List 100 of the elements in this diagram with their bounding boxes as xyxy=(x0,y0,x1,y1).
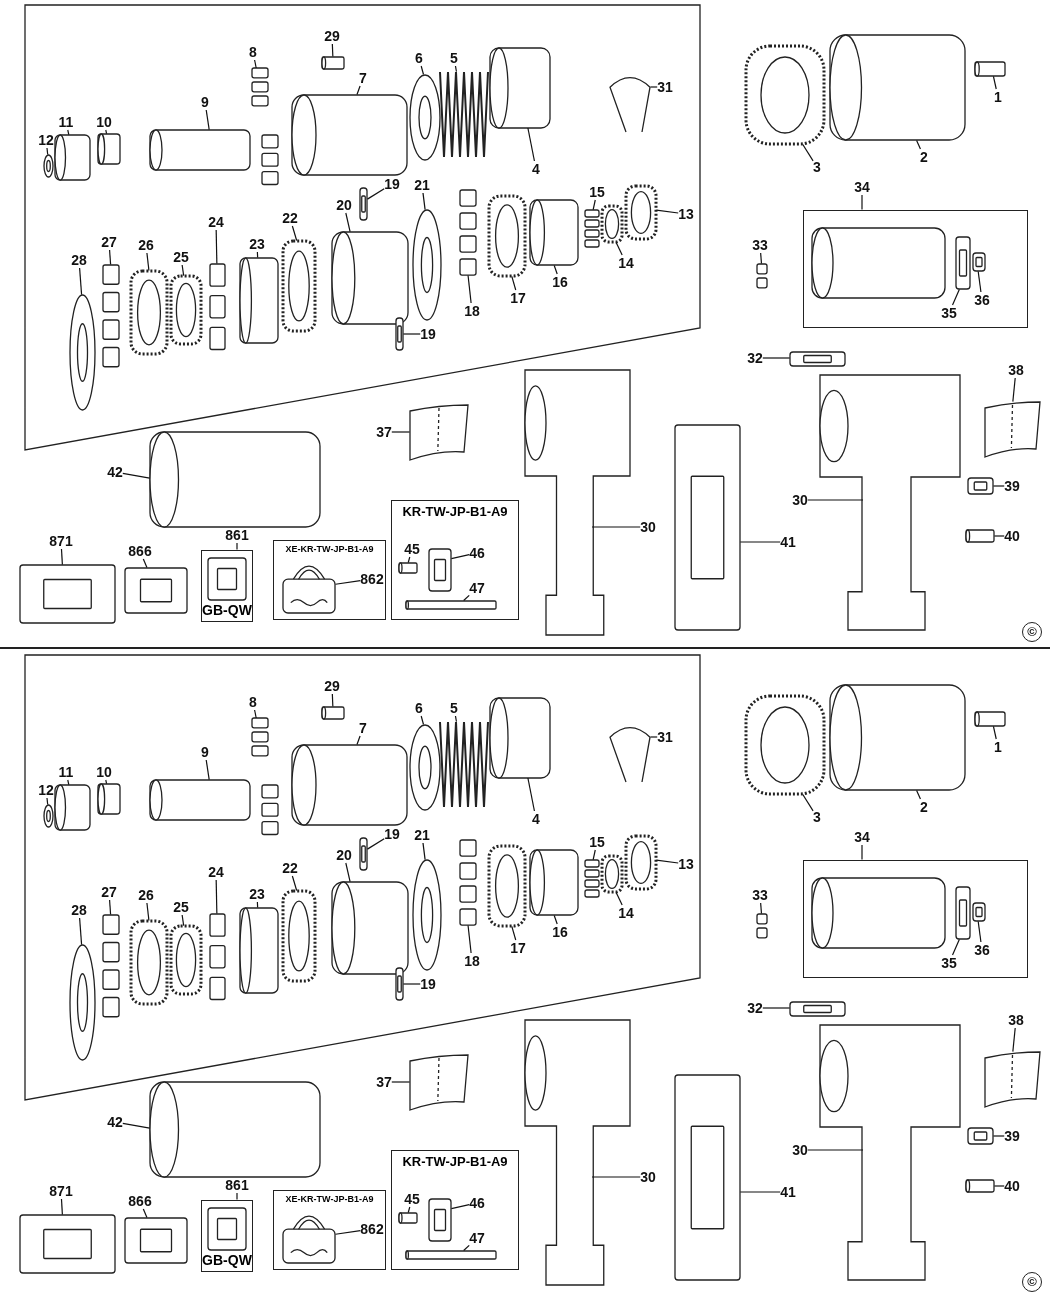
callout-number: 42 xyxy=(107,464,123,480)
leader-line xyxy=(454,715,458,723)
leader-line xyxy=(454,65,458,73)
leader-line xyxy=(356,735,361,746)
leader-line xyxy=(215,879,218,915)
leader-line xyxy=(291,875,298,892)
callout-number: 8 xyxy=(249,44,257,60)
leader-line xyxy=(60,1198,63,1216)
callout-number: 2 xyxy=(920,799,928,815)
leader-line xyxy=(345,212,351,233)
callout-number: 40 xyxy=(1004,1178,1020,1194)
collar-drawing xyxy=(54,134,91,181)
ring-nut-drawing xyxy=(489,697,551,779)
leader-line xyxy=(1012,377,1016,403)
bag-drawing xyxy=(282,1215,336,1264)
housing-half-drawing xyxy=(524,369,631,636)
gear-drawing xyxy=(169,924,203,996)
ring-gear-drawing xyxy=(129,919,169,1006)
washer-drawing xyxy=(409,724,441,811)
callout-number: 10 xyxy=(96,764,112,780)
belt-clip-drawing xyxy=(428,548,452,592)
leader-line xyxy=(992,485,1005,487)
callout-number: 3 xyxy=(813,159,821,175)
callout-number: 29 xyxy=(324,678,340,694)
leader-line xyxy=(236,542,238,551)
roller-drawing xyxy=(102,914,120,1018)
callout-number: 12 xyxy=(38,782,54,798)
gear-housing-drawing xyxy=(291,744,408,826)
ring-gear-drawing xyxy=(129,269,169,356)
charger-drawing xyxy=(124,567,188,614)
callout-number: 47 xyxy=(469,580,485,596)
callout-number: 45 xyxy=(404,541,420,557)
callout-number: 866 xyxy=(128,543,152,559)
callout-number: 28 xyxy=(71,252,87,268)
roller-drawing xyxy=(209,263,226,351)
kit-code: GB-QW xyxy=(202,602,252,618)
leader-line xyxy=(1012,1027,1016,1053)
leader-line xyxy=(992,75,997,90)
ring-gear-drawing xyxy=(281,889,317,983)
leader-line xyxy=(236,1192,238,1201)
spindle-drawing xyxy=(149,779,251,821)
callout-number: 30 xyxy=(640,1169,656,1185)
leader-line xyxy=(205,759,210,781)
callout-number: 17 xyxy=(510,290,526,306)
callout-number: 39 xyxy=(1004,1128,1020,1144)
callout-number: 7 xyxy=(359,70,367,86)
roller-drawing xyxy=(102,264,120,368)
callout-number: 35 xyxy=(941,305,957,321)
leader-line xyxy=(215,229,218,265)
callout-number: 22 xyxy=(282,210,298,226)
kit-code: KR-TW-JP-B1-A9 xyxy=(401,504,509,519)
planet-carrier-drawing xyxy=(529,199,579,266)
callout-number: 23 xyxy=(249,886,265,902)
callout-number: 30 xyxy=(640,519,656,535)
callout-number: 36 xyxy=(974,292,990,308)
leader-line xyxy=(592,849,596,861)
planet-carrier-drawing xyxy=(239,907,279,994)
callout-number: 33 xyxy=(752,237,768,253)
leader-line xyxy=(146,902,150,922)
leader-line xyxy=(345,862,351,883)
leader-line xyxy=(356,85,361,96)
leader-line xyxy=(420,715,425,726)
callout-number: 6 xyxy=(415,700,423,716)
leader-line xyxy=(366,838,385,850)
leader-line xyxy=(592,199,596,211)
callout-number: 39 xyxy=(1004,478,1020,494)
callout-number: 33 xyxy=(752,887,768,903)
callout-number: 18 xyxy=(464,303,480,319)
kit-box xyxy=(201,1200,253,1272)
callout-number: 26 xyxy=(138,237,154,253)
callout-number: 862 xyxy=(360,1221,384,1237)
leader-line xyxy=(951,938,960,956)
leader-line xyxy=(422,192,426,211)
callout-number: 37 xyxy=(376,1074,392,1090)
callout-number: 4 xyxy=(532,161,540,177)
kit-code: XE-KR-TW-JP-B1-A9 xyxy=(284,1194,375,1204)
callout-number: 20 xyxy=(336,197,352,213)
gear-drawing xyxy=(624,834,658,891)
roller-drawing xyxy=(584,209,600,248)
leader-line xyxy=(108,249,112,266)
callout-number: 4 xyxy=(532,811,540,827)
callout-number: 38 xyxy=(1008,1012,1024,1028)
callout-number: 871 xyxy=(49,1183,73,1199)
callout-number: 15 xyxy=(589,834,605,850)
leader-line xyxy=(861,194,863,211)
gearbox-drawing xyxy=(149,431,321,528)
switch-drawing xyxy=(674,424,741,631)
planet-carrier-drawing xyxy=(529,849,579,916)
leader-line xyxy=(463,1244,470,1252)
callout-number: 41 xyxy=(780,1184,796,1200)
callout-number: 32 xyxy=(747,350,763,366)
callout-number: 47 xyxy=(469,1230,485,1246)
leader-line xyxy=(391,431,411,433)
callout-number: 17 xyxy=(510,940,526,956)
label-sheet-drawing xyxy=(409,404,469,461)
screw-drawing xyxy=(974,61,1006,77)
screw-drawing xyxy=(972,252,986,272)
kit-code: GB-QW xyxy=(202,1252,252,1268)
leader-line xyxy=(861,844,863,861)
leader-line xyxy=(254,59,257,69)
